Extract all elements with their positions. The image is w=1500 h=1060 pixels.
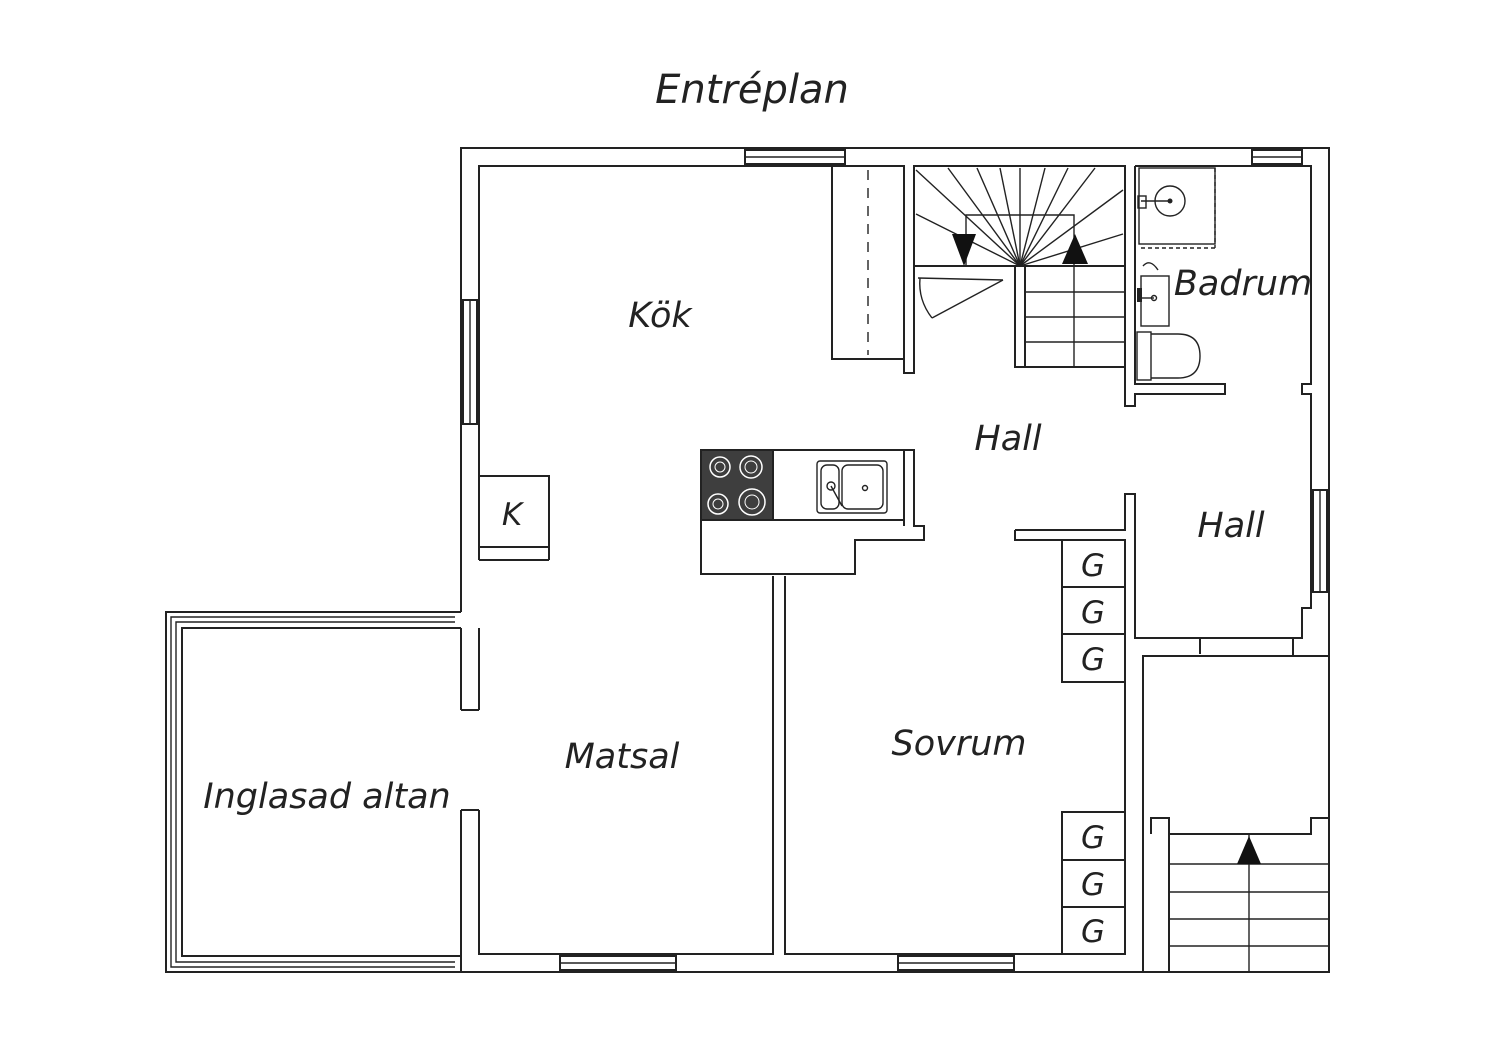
shower: [1137, 167, 1216, 249]
wardrobe-label: G: [1081, 914, 1105, 950]
room-label-bedroom: Sovrum: [891, 724, 1026, 764]
room-label-dining: Matsal: [565, 737, 680, 777]
entrance-steps: [1150, 817, 1329, 973]
fridge: K: [478, 475, 550, 561]
kitchen-island: [700, 449, 925, 575]
room-label-glazed-veranda: Inglasad altan: [203, 777, 450, 817]
interior-staircase: [913, 165, 1126, 368]
stair-down-arrow-icon: [952, 234, 976, 266]
kitchen-sink: [816, 460, 888, 514]
room-label-hall-entrance: Hall: [1197, 506, 1264, 546]
wardrobe-label: G: [1081, 820, 1105, 856]
wardrobe-label: G: [1081, 595, 1105, 631]
room-label-hall: Hall: [974, 419, 1041, 459]
toilet: [1136, 331, 1201, 381]
room-label-bathroom: Badrum: [1174, 264, 1312, 304]
wardrobes-lower: G G G: [1061, 811, 1126, 955]
kitchen-cabinets: [831, 165, 915, 374]
room-label-kitchen: Kök: [628, 296, 693, 336]
entrance-up-arrow-icon: [1237, 836, 1261, 864]
wardrobe-label: G: [1081, 642, 1105, 678]
bathroom: [1124, 166, 1226, 407]
bathroom-sink: [1137, 262, 1170, 327]
wardrobe-label: G: [1081, 548, 1105, 584]
stair-up-arrow-icon: [1062, 234, 1088, 264]
windows: [462, 149, 1328, 971]
glazed-veranda: [165, 611, 480, 973]
wardrobes-upper: G G G: [1061, 539, 1126, 683]
plan-title: Entréplan: [655, 67, 849, 113]
fridge-label: K: [502, 497, 525, 533]
wardrobe-label: G: [1081, 867, 1105, 903]
